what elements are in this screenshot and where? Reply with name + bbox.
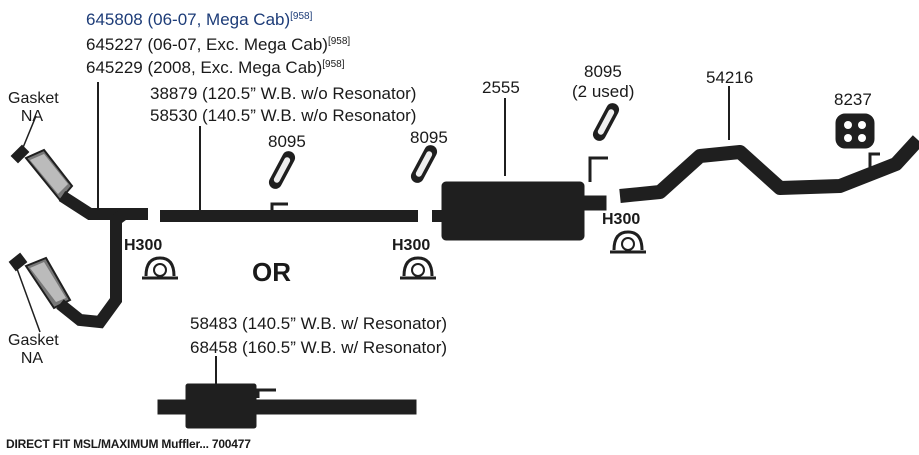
upper-flange [10,144,30,164]
part-note: [958] [327,36,351,47]
gasket-bottom-na: NA [20,350,44,367]
tail-hanger-8237-icon [835,113,875,149]
hanger-8095-left-label[interactable]: 8095 [268,132,306,151]
tailpipe-54216 [619,135,919,203]
muffler-2555-label[interactable]: 2555 [482,78,520,97]
clamp-h300-left-label[interactable]: H300 [124,237,163,254]
hanger-8095-right-icon [592,103,620,141]
tail-hanger-8237-label[interactable]: 8237 [834,90,872,109]
leader-gasket-bottom [15,265,41,333]
hanger-8095-mid-label[interactable]: 8095 [410,128,448,147]
part-desc: (06-07, Exc. Mega Cab) [147,35,328,54]
part-note: [958] [290,11,313,22]
gasket-top-label: Gasket NA [8,90,59,126]
hanger-8095-right-note: (2 used) [572,82,635,101]
gasket-bottom-text: Gasket [8,332,59,349]
resonator-pipe [157,383,417,429]
clamp-h300-right-icon [610,230,646,254]
hanger-8095-mid-icon [410,145,438,183]
clamp-h300-left-icon [142,256,178,280]
footer-caption: DIRECT FIT MSL/MAXIMUM Muffler... 700477 [6,437,251,451]
tailpipe-54216-label[interactable]: 54216 [706,68,754,87]
intermediate-pipe [160,202,444,222]
lower-flange [8,252,28,272]
resonator-58483-label[interactable]: 58483 (140.5” W.B. w/ Resonator) [190,314,448,333]
pipe-58530-label[interactable]: 58530 (140.5” W.B. w/o Resonator) [150,106,417,125]
leader-gasket-top [21,115,37,151]
clamp-h300-mid-label[interactable]: H300 [392,237,431,254]
part-link-645227[interactable]: 645227 (06-07, Exc. Mega Cab)[958] [86,35,350,55]
part-number: 645229 [86,58,143,77]
lower-converter-assembly [8,209,128,329]
gasket-top-text: Gasket [8,90,59,107]
gasket-top-na: NA [20,108,44,125]
part-number: 645808 [86,10,143,29]
part-desc: (2008, Exc. Mega Cab) [147,58,323,77]
muffler-2555 [441,156,608,241]
clamp-h300-mid-icon [400,256,436,280]
gasket-bottom-label: Gasket NA [8,332,59,368]
resonator-68458-label[interactable]: 68458 (160.5” W.B. w/ Resonator) [190,338,448,357]
or-separator: OR [252,257,291,287]
hanger-8095-left-icon [268,151,296,189]
pipe-38879-label[interactable]: 38879 (120.5” W.B. w/o Resonator) [150,84,417,103]
clamp-h300-right-label[interactable]: H300 [602,211,641,228]
part-link-645808[interactable]: 645808 (06-07, Mega Cab)[958] [86,10,312,30]
upper-converter-assembly [10,144,148,220]
part-note: [958] [322,59,345,70]
part-desc: (06-07, Mega Cab) [147,10,291,29]
hanger-8095-right-label[interactable]: 8095 [584,62,622,81]
part-number: 645227 [86,35,143,54]
part-link-645229[interactable]: 645229 (2008, Exc. Mega Cab)[958] [86,58,345,78]
